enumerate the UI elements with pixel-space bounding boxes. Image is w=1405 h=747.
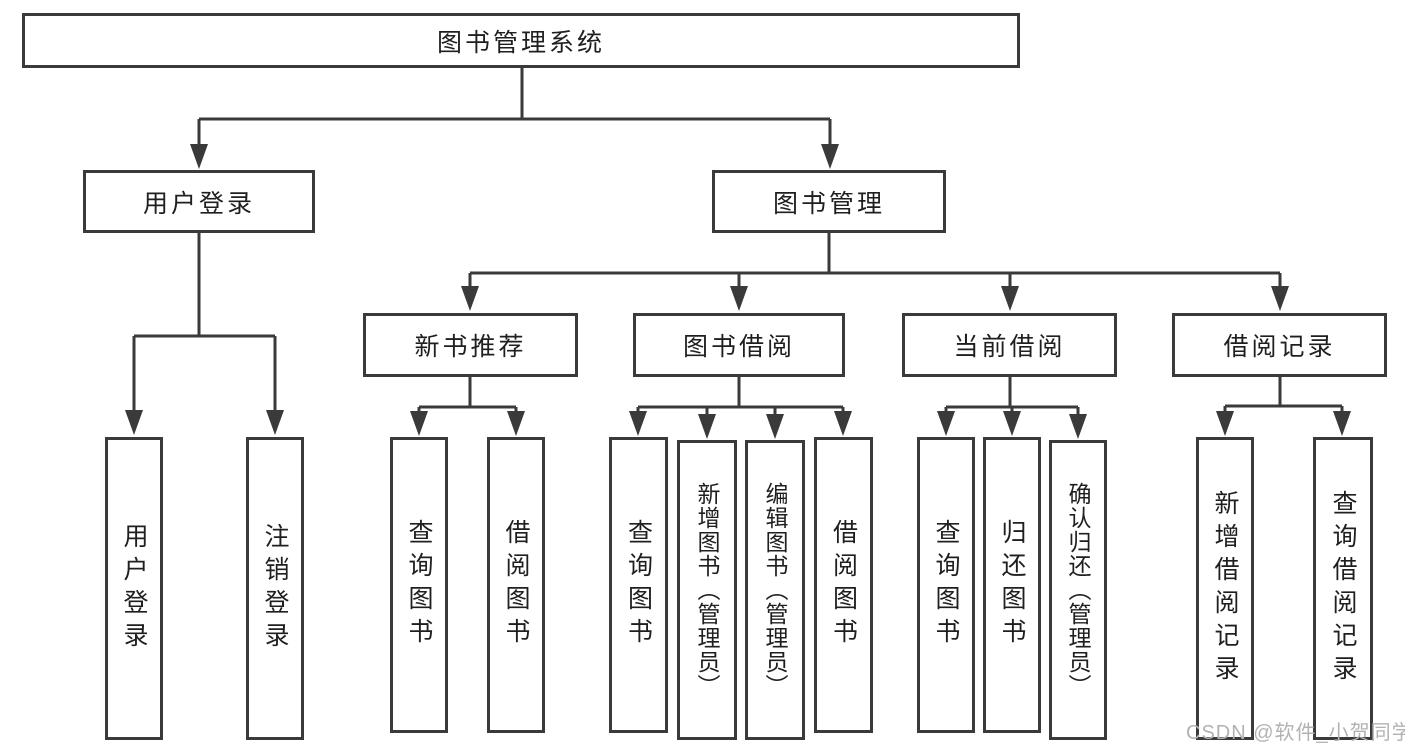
node-borrow-records: 借阅记录 bbox=[1172, 313, 1387, 377]
leaf-br-add-record: 新增借阅记录 bbox=[1196, 437, 1254, 740]
leaf-cb-return-books: 归还图书 bbox=[983, 437, 1041, 733]
csdn-watermark: CSDN @软件_小贺同学 bbox=[1186, 722, 1405, 744]
node-book-management: 图书管理 bbox=[712, 170, 946, 233]
node-current-borrow: 当前借阅 bbox=[902, 313, 1117, 377]
leaf-cb-confirm-return-admin: 确认归还（管理员） bbox=[1049, 440, 1107, 740]
node-new-book-recommend: 新书推荐 bbox=[363, 313, 578, 377]
leaf-br-query-record: 查询借阅记录 bbox=[1313, 437, 1373, 740]
leaf-bb-edit-books-admin: 编辑图书（管理员） bbox=[745, 440, 805, 740]
node-book-borrow: 图书借阅 bbox=[633, 313, 845, 377]
leaf-nb-query-books: 查询图书 bbox=[390, 437, 448, 733]
leaf-nb-borrow-books: 借阅图书 bbox=[487, 437, 545, 733]
leaf-user-login: 用户登录 bbox=[105, 437, 163, 740]
arrowheads bbox=[125, 144, 1351, 439]
leaf-logout: 注销登录 bbox=[246, 437, 304, 740]
node-root-library-system: 图书管理系统 bbox=[22, 13, 1020, 68]
leaf-bb-add-books-admin: 新增图书（管理员） bbox=[677, 440, 737, 740]
leaf-bb-query-books: 查询图书 bbox=[609, 437, 668, 733]
node-user-login: 用户登录 bbox=[83, 170, 315, 233]
leaf-cb-query-books: 查询图书 bbox=[917, 437, 975, 733]
leaf-bb-borrow-books: 借阅图书 bbox=[814, 437, 873, 733]
